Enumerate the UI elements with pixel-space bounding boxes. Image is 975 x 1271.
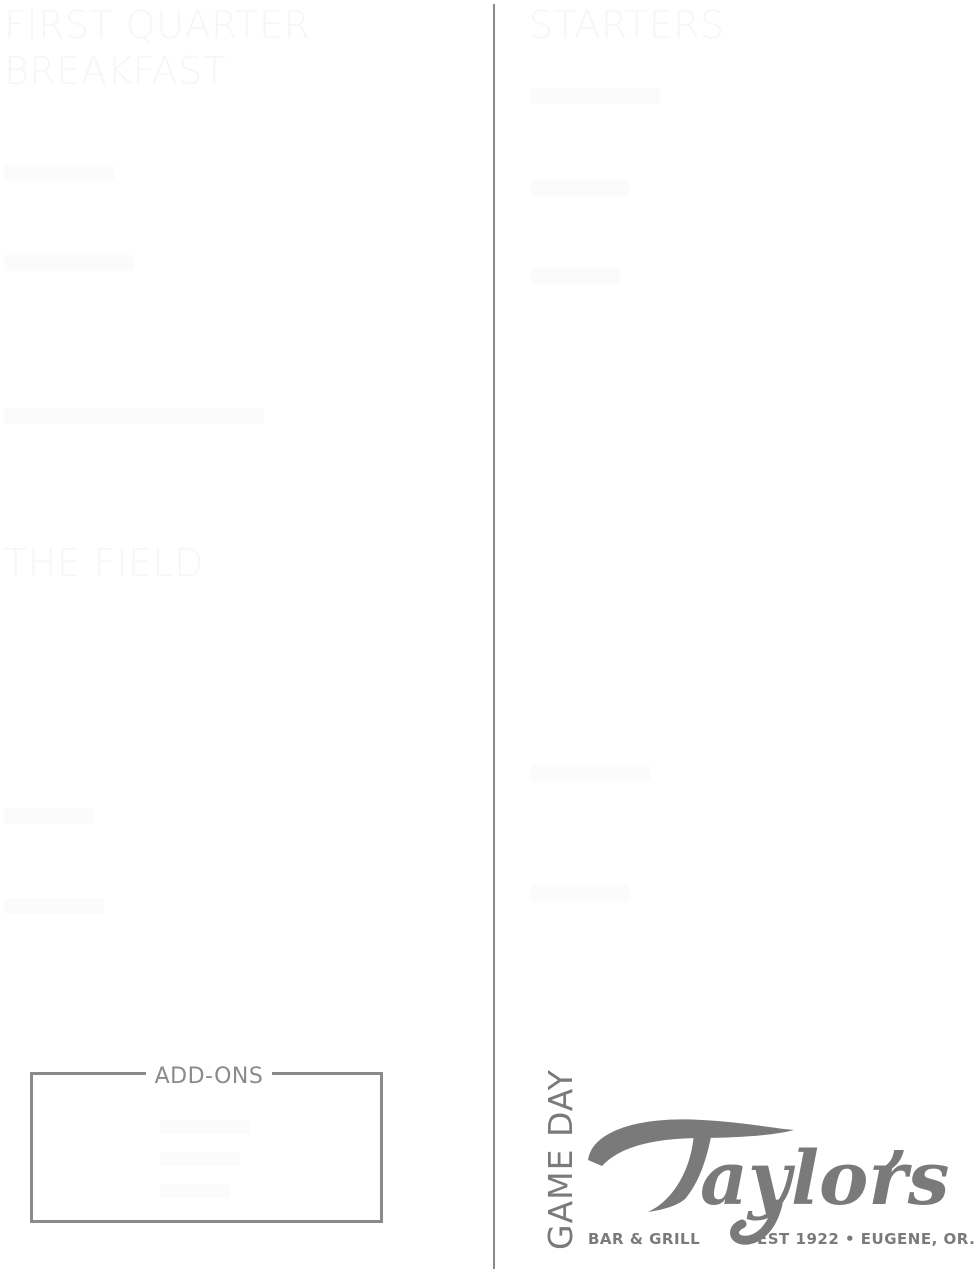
- addons-title: ADD-ONS: [146, 1060, 272, 1094]
- logo-game-day: GAME DAY: [541, 1069, 580, 1250]
- ghost-text-line: [4, 255, 134, 271]
- svg-text:aylor: aylor: [700, 1136, 912, 1222]
- logo-bar-grill: BAR & GRILL: [588, 1230, 701, 1248]
- ghost-text-line: [4, 898, 104, 914]
- ghost-text-line: [160, 1120, 250, 1134]
- ghost-text-line: [530, 268, 620, 284]
- column-divider: [493, 4, 495, 1269]
- breakfast-heading: FIRST QUARTER BREAKFAST: [4, 3, 311, 93]
- ghost-text-line: [530, 88, 660, 104]
- starters-heading: STARTERS: [529, 3, 725, 47]
- svg-text:’s: ’s: [882, 1136, 949, 1222]
- ghost-text-line: [160, 1152, 240, 1166]
- ghost-text-line: [530, 885, 630, 901]
- addons-box: [30, 1072, 383, 1223]
- ghost-text-line: [530, 765, 650, 781]
- ghost-text-line: [4, 808, 94, 824]
- ghost-text-line: [530, 180, 630, 196]
- logo-est-eugene: EST 1922 • EUGENE, OR.: [757, 1230, 975, 1248]
- ghost-text-line: [4, 165, 114, 181]
- ghost-text-line: [160, 1184, 230, 1198]
- ghost-text-line: [4, 408, 264, 424]
- taylors-logo: aylor ’s: [588, 1119, 949, 1245]
- field-heading: THE FIELD: [4, 541, 204, 585]
